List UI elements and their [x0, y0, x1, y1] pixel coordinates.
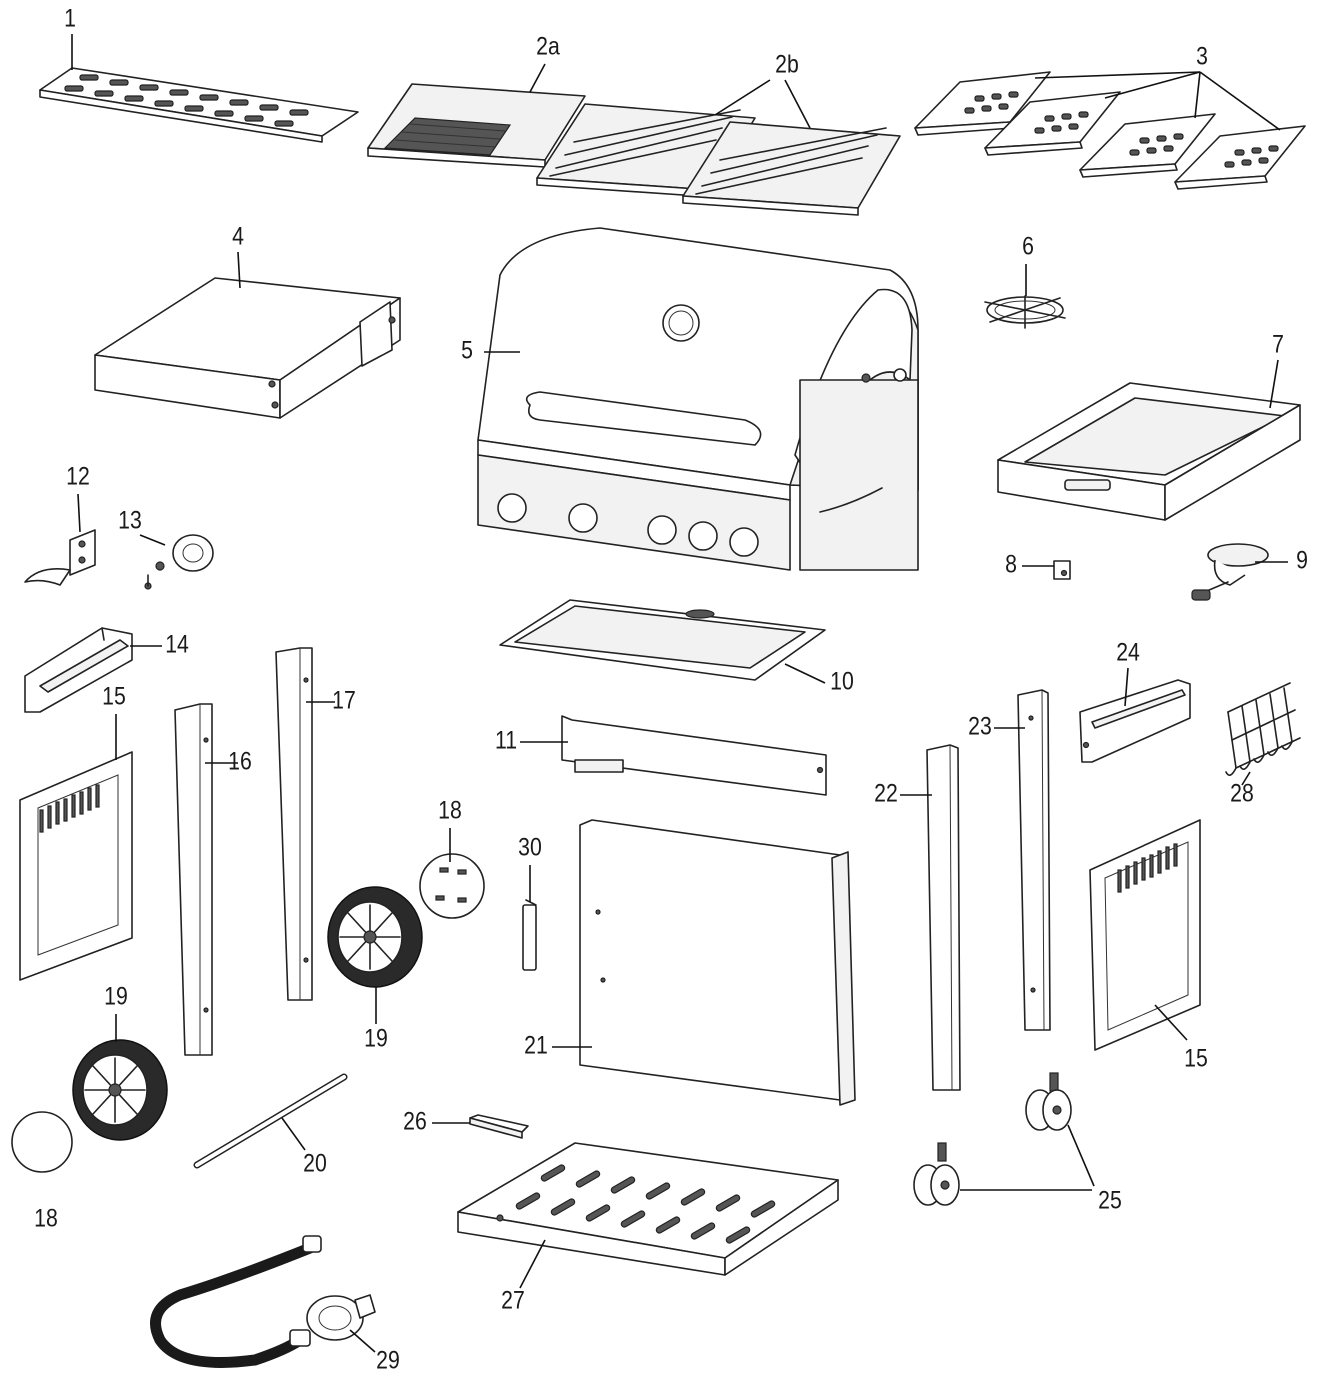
- part-label-6: 6: [1022, 232, 1034, 260]
- part-11-crossbar: [561, 715, 827, 796]
- part-10-drip-tray: [499, 599, 826, 681]
- part-27-bottom-shelf: [457, 1142, 839, 1276]
- part-label-21: 21: [524, 1031, 548, 1059]
- part-label-5: 5: [461, 336, 473, 364]
- part-25-casters: [913, 1072, 1072, 1206]
- part-label-22: 22: [874, 779, 898, 807]
- part-17-leg: [275, 647, 313, 1001]
- part-label-4: 4: [232, 222, 244, 250]
- part-2a-griddle-plate: [367, 83, 586, 168]
- part-13-knob: [144, 534, 214, 590]
- part-3-flame-tamers: [914, 71, 1306, 190]
- part-label-13: 13: [118, 506, 142, 534]
- part-label-12: 12: [66, 462, 90, 490]
- part-label-19b: 19: [104, 982, 128, 1010]
- part-label-23: 23: [968, 712, 992, 740]
- part-24-rear-rail: [1079, 679, 1191, 763]
- part-label-27: 27: [501, 1286, 525, 1314]
- part-label-2b: 2b: [775, 50, 799, 78]
- part-19-wheel-left: [72, 1039, 168, 1141]
- part-29-hose-regulator: [150, 1235, 376, 1368]
- part-label-7: 7: [1272, 330, 1284, 358]
- part-18-hubcap-right: [419, 853, 485, 919]
- part-26-clip: [469, 1114, 529, 1139]
- part-8-small-bracket: [1053, 560, 1071, 580]
- part-14-front-rail: [24, 627, 133, 713]
- part-label-29: 29: [376, 1346, 400, 1374]
- part-2b-cooking-grates: [536, 103, 901, 216]
- part-label-26: 26: [403, 1107, 427, 1135]
- part-28-hook-rack: [1225, 682, 1301, 776]
- part-label-24: 24: [1116, 638, 1140, 666]
- part-23-leg: [1017, 689, 1051, 1031]
- part-label-11: 11: [495, 726, 517, 754]
- part-21-door-panel: [579, 819, 856, 1106]
- part-15-right-side-panel: [1089, 819, 1201, 1051]
- part-19-wheel-right: [327, 886, 423, 988]
- part-label-17: 17: [332, 686, 356, 714]
- part-label-14: 14: [165, 630, 189, 658]
- part-label-19a: 19: [364, 1024, 388, 1052]
- part-label-2a: 2a: [536, 32, 560, 60]
- part-15-left-side-panel: [19, 751, 133, 981]
- part-label-1: 1: [64, 4, 76, 32]
- part-label-28: 28: [1230, 779, 1254, 807]
- part-1-warming-rack: [39, 67, 359, 143]
- part-label-25: 25: [1098, 1186, 1122, 1214]
- part-label-20: 20: [303, 1149, 327, 1177]
- part-9-side-burner: [1191, 543, 1269, 601]
- part-6-burner-grate: [984, 295, 1066, 329]
- part-12-hook-bracket: [24, 529, 96, 586]
- part-label-18b: 18: [34, 1204, 58, 1232]
- part-label-10: 10: [830, 667, 854, 695]
- part-4-side-shelf: [94, 277, 401, 419]
- part-16-leg: [174, 703, 213, 1056]
- part-label-16: 16: [228, 747, 252, 775]
- part-label-8: 8: [1005, 550, 1017, 578]
- part-5-grill-head: [477, 227, 919, 571]
- part-7-side-burner-unit: [997, 382, 1301, 521]
- part-label-30: 30: [518, 833, 542, 861]
- part-label-18a: 18: [438, 796, 462, 824]
- part-label-3: 3: [1196, 42, 1208, 70]
- part-18-hubcap-left: [11, 1111, 73, 1173]
- part-label-15a: 15: [102, 682, 126, 710]
- part-label-9: 9: [1296, 546, 1308, 574]
- part-label-15b: 15: [1184, 1044, 1208, 1072]
- part-30-latch: [522, 899, 537, 971]
- part-20-axle: [193, 1073, 348, 1169]
- part-22-leg: [926, 744, 961, 1091]
